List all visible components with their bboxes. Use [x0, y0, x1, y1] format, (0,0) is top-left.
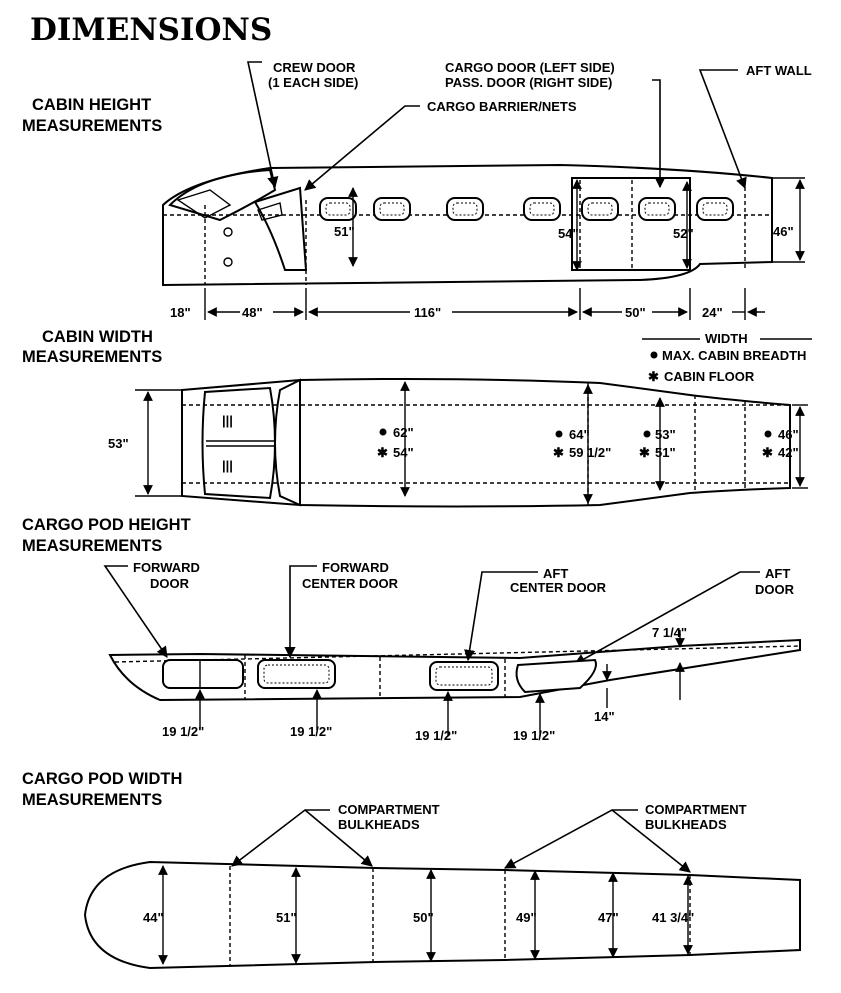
pod-plan-outline [83, 860, 801, 970]
max-dot-icon [555, 430, 563, 438]
pod-width-50: 50" [413, 910, 434, 925]
cabin-height-heading-1: CABIN HEIGHT [32, 96, 151, 114]
aft-door [515, 658, 597, 694]
pod-aft-height: 14" [594, 709, 615, 724]
aft-door-label-2: DOOR [755, 582, 795, 597]
bulkheads-left-label-2: BULKHEADS [338, 817, 420, 832]
aft-center-label-2: CENTER DOOR [510, 580, 607, 595]
cabin-height-51: 51" [334, 224, 355, 239]
aft-door-width: 19 1/2" [513, 728, 555, 743]
max-dot-icon [764, 430, 772, 438]
forward-center-door [257, 659, 336, 689]
station2-floor: 59 1/2" [569, 445, 611, 460]
aft-center-label-1: AFT [543, 566, 568, 581]
cabin-height-section: CABIN HEIGHT MEASUREMENTS CREW DOOR (1 E… [22, 60, 812, 320]
seat-mark-icon: ||| [222, 413, 233, 428]
station4-max: 46" [778, 427, 799, 442]
aft-center-door [429, 661, 499, 691]
station1-max: 62" [393, 425, 414, 440]
cabin-length-48: 48" [242, 305, 263, 320]
fwd-center-label-2: CENTER DOOR [302, 576, 399, 591]
aft-door-label-1: AFT [765, 566, 790, 581]
cabin-length-24: 24" [702, 305, 723, 320]
cabin-width-section: CABIN WIDTH MEASUREMENTS WIDTH MAX. CABI… [22, 328, 812, 508]
station3-max: 53" [655, 427, 676, 442]
pod-width-44: 44" [143, 910, 164, 925]
pod-width-51: 51" [276, 910, 297, 925]
crew-door-label-2: (1 EACH SIDE) [268, 75, 358, 90]
asterisk-icon: ✱ [762, 445, 773, 460]
asterisk-icon: ✱ [553, 445, 564, 460]
bulkheads-left-label-1: COMPARTMENT [338, 802, 440, 817]
cabin-side-outline [162, 163, 773, 287]
max-dot-icon [643, 430, 651, 438]
pod-width-47: 47" [598, 910, 619, 925]
cabin-windows [319, 197, 734, 221]
cabin-length-116: 116" [414, 305, 441, 320]
fwd-door-width: 19 1/2" [162, 724, 204, 739]
legend-asterisk-icon: ✱ [648, 369, 659, 384]
forward-door-label-2: DOOR [150, 576, 190, 591]
station3-floor: 51" [655, 445, 676, 460]
station2-max: 64" [569, 427, 590, 442]
station4-floor: 42" [778, 445, 799, 460]
legend-cabin-floor: CABIN FLOOR [664, 369, 755, 384]
cabin-height-52: 52" [673, 226, 694, 241]
pod-width-heading-1: CARGO POD WIDTH [22, 770, 182, 788]
cargo-barrier-label: CARGO BARRIER/NETS [427, 99, 577, 114]
fwd-center-door-width: 19 1/2" [290, 724, 332, 739]
cargo-door-outline [571, 177, 691, 271]
crew-door-label-1: CREW DOOR [273, 60, 356, 75]
pod-width-49: 49" [516, 910, 537, 925]
legend-width: WIDTH [705, 331, 748, 346]
cargo-door-label-1: CARGO DOOR (LEFT SIDE) [445, 60, 615, 75]
aft-wall-label: AFT WALL [746, 63, 812, 78]
legend-dot-icon [650, 351, 658, 359]
cabin-length-50: 50" [625, 305, 646, 320]
bulkheads-right-label-1: COMPARTMENT [645, 802, 747, 817]
max-dot-icon [379, 428, 387, 436]
page-title: DIMENSIONS [30, 12, 272, 48]
bulkheads-right-label-2: BULKHEADS [645, 817, 727, 832]
pod-height-heading-2: MEASUREMENTS [22, 537, 162, 555]
cargo-door-label-2: PASS. DOOR (RIGHT SIDE) [445, 75, 612, 90]
forward-door-label-1: FORWARD [133, 560, 200, 575]
pod-tail-height: 7 1/4" [652, 625, 687, 640]
pod-width-41-3-4: 41 3/4" [652, 910, 694, 925]
pod-width-section: CARGO POD WIDTH MEASUREMENTS COMPARTMENT… [22, 770, 801, 970]
legend-max-breadth: MAX. CABIN BREADTH [662, 348, 806, 363]
pod-width-heading-2: MEASUREMENTS [22, 791, 162, 809]
seat-mark-icon: ||| [222, 458, 233, 473]
station1-floor: 54" [393, 445, 414, 460]
asterisk-icon: ✱ [639, 445, 650, 460]
cabin-width-53: 53" [108, 436, 129, 451]
cabin-height-54: 54" [558, 226, 579, 241]
forward-door [162, 659, 244, 689]
cabin-length-18: 18" [170, 305, 191, 320]
aft-center-door-width: 19 1/2" [415, 728, 457, 743]
fwd-center-label-1: FORWARD [322, 560, 389, 575]
cabin-plan-outline [181, 378, 791, 508]
pod-side-outline [108, 638, 801, 702]
cabin-height-heading-2: MEASUREMENTS [22, 117, 162, 135]
pod-height-section: CARGO POD HEIGHT MEASUREMENTS FORWARD DO… [22, 516, 801, 743]
cabin-width-heading-2: MEASUREMENTS [22, 348, 162, 366]
cabin-width-heading-1: CABIN WIDTH [42, 328, 153, 346]
asterisk-icon: ✱ [377, 445, 388, 460]
cabin-height-46: 46" [773, 224, 794, 239]
pod-height-heading-1: CARGO POD HEIGHT [22, 516, 191, 534]
